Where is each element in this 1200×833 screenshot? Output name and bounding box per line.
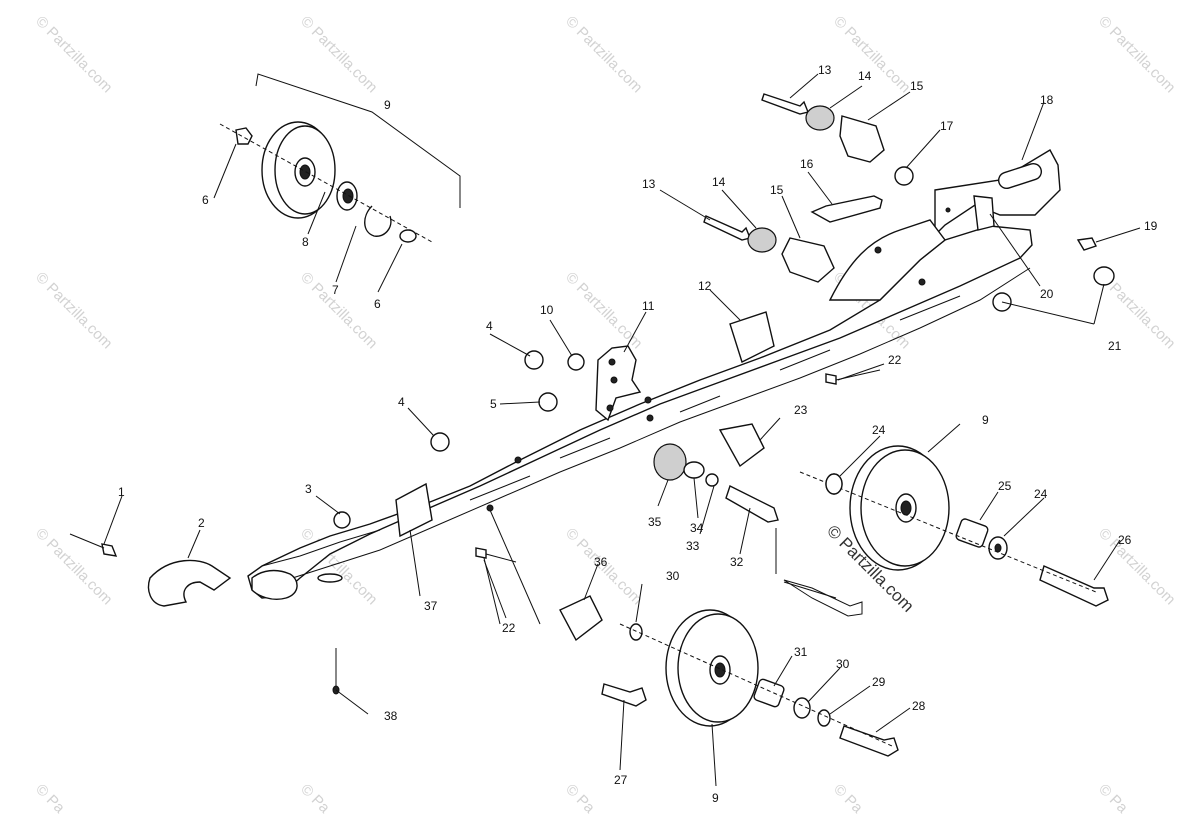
callout-27: 27 xyxy=(614,773,628,787)
watermark: © Partzilla.com xyxy=(830,13,913,96)
leader-lines xyxy=(103,73,1141,787)
watermark: © Pa xyxy=(562,781,598,817)
watermark: © Pa xyxy=(297,781,333,817)
callout-13: 13 xyxy=(642,177,656,191)
callout-10: 10 xyxy=(540,303,554,317)
watermark: © Partzilla.com xyxy=(32,13,115,96)
callout-17: 17 xyxy=(940,119,954,133)
callout-14: 14 xyxy=(858,69,872,83)
callout-9: 9 xyxy=(384,98,391,112)
callout-16: 16 xyxy=(800,157,814,171)
callout-1: 1 xyxy=(118,485,125,499)
callout-4: 4 xyxy=(486,319,493,333)
callout-5: 5 xyxy=(490,397,497,411)
callout-18: 18 xyxy=(1040,93,1054,107)
callout-2: 2 xyxy=(198,516,205,530)
callout-11: 11 xyxy=(642,299,655,313)
watermark: © Partzilla.com xyxy=(1095,525,1178,608)
callout-15: 15 xyxy=(770,183,784,197)
callout-21: 21 xyxy=(1108,339,1122,353)
callout-13: 13 xyxy=(818,63,832,77)
callout-12: 12 xyxy=(698,279,712,293)
hardware-small-parts xyxy=(69,93,1115,695)
callout-19: 19 xyxy=(1144,219,1158,233)
callout-3: 3 xyxy=(305,482,312,496)
callout-30: 30 xyxy=(836,657,850,671)
watermark: © Pa xyxy=(32,781,68,817)
callout-37: 37 xyxy=(424,599,438,613)
callout-31: 31 xyxy=(794,645,808,659)
callout-36: 36 xyxy=(594,555,608,569)
watermark: © Partzilla.com xyxy=(1095,13,1178,96)
slide-rail xyxy=(247,149,1061,600)
watermark: © Pa xyxy=(830,781,866,817)
callout-22: 22 xyxy=(888,353,902,367)
callout-8: 8 xyxy=(302,235,309,249)
watermark: © Partzilla.com xyxy=(297,13,380,96)
callout-29: 29 xyxy=(872,675,886,689)
callout-9: 9 xyxy=(712,791,719,805)
callout-20: 20 xyxy=(1040,287,1054,301)
callout-24: 24 xyxy=(872,423,886,437)
watermark: © Partzilla.com xyxy=(297,269,380,352)
watermark: © Partzilla.com xyxy=(562,269,645,352)
callout-33: 33 xyxy=(686,539,700,553)
callout-26: 26 xyxy=(1118,533,1132,547)
callout-35: 35 xyxy=(648,515,662,529)
callout-34: 34 xyxy=(690,521,704,535)
callout-6: 6 xyxy=(202,193,209,207)
callout-15: 15 xyxy=(910,79,924,93)
watermark: © Partzilla.com xyxy=(562,13,645,96)
callout-9: 9 xyxy=(982,413,989,427)
callout-25: 25 xyxy=(998,479,1012,493)
callout-22: 22 xyxy=(502,621,516,635)
idler-wheel-bottom xyxy=(601,609,899,757)
callout-24: 24 xyxy=(1034,487,1048,501)
idler-wheel-assembly-top xyxy=(219,73,461,243)
watermark: © Pa xyxy=(1095,781,1131,817)
callout-28: 28 xyxy=(912,699,926,713)
callout-32: 32 xyxy=(730,555,744,569)
callout-6: 6 xyxy=(374,297,381,311)
callout-14: 14 xyxy=(712,175,726,189)
callout-30: 30 xyxy=(666,569,680,583)
callout-labels: 1 2 3 4 4 5 6 6 7 8 9 9 9 10 11 12 13 13… xyxy=(118,63,1158,805)
watermark: © Partzilla.com xyxy=(32,269,115,352)
callout-38: 38 xyxy=(384,709,398,723)
callout-23: 23 xyxy=(794,403,808,417)
callout-4: 4 xyxy=(398,395,405,409)
callout-7: 7 xyxy=(332,283,339,297)
watermark: © Partzilla.com xyxy=(32,525,115,608)
